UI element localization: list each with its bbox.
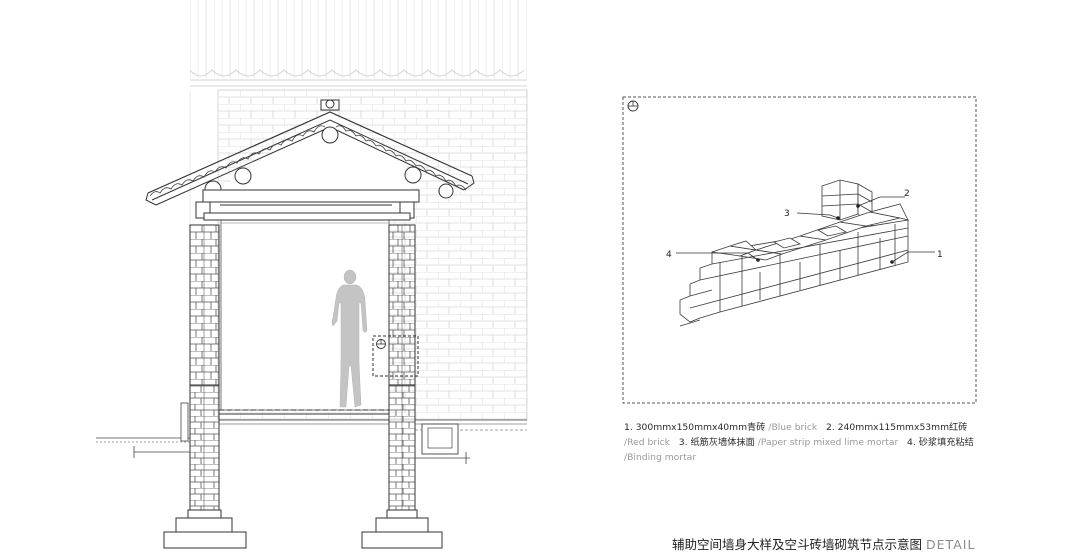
background-roof-tiles (189, 0, 527, 87)
gable-roof (145, 99, 475, 206)
detail-index-icon (627, 100, 639, 112)
legend-item-4: 4. 砂浆填充粘结 /Binding mortar (624, 437, 974, 463)
callout-3: 3 (784, 209, 790, 219)
exterior-ground-left (96, 402, 190, 458)
legend-item-2: 2. 240mmx115mmx53mm红砖 /Red brick (624, 422, 968, 448)
left-brick-pier (163, 224, 247, 549)
wall-section-drawing (96, 0, 528, 549)
floor-slab (219, 409, 389, 425)
detail-frame (622, 96, 977, 404)
legend-item-1: 1. 300mmx150mmx40mm青砖 /Blue brick (624, 422, 818, 433)
drawing-title-en: DETAIL (926, 537, 976, 552)
exterior-drain-right (415, 419, 527, 464)
drawing-title-cn: 辅助空间墙身大样及空斗砖墙砌筑节点示意图 (672, 537, 923, 552)
axonometric-brick-wall (679, 179, 909, 327)
legend-item-3: 3. 纸筋灰墙体抹面 /Paper strip mixed lime morta… (678, 437, 899, 448)
detail-callout-box (372, 335, 419, 377)
human-scale-figure-icon (331, 269, 368, 408)
material-legend: 1. 300mmx150mmx40mm青砖 /Blue brick 2. 240… (624, 420, 984, 465)
masonry-detail-panel: 1 2 3 4 (622, 96, 977, 404)
leader-dots (756, 204, 894, 264)
callout-1: 1 (937, 250, 943, 260)
leader-lines (676, 196, 935, 263)
detail-index-icon (376, 339, 386, 349)
callout-4: 4 (666, 250, 672, 260)
timber-purlins (195, 166, 454, 221)
callout-2: 2 (904, 189, 910, 199)
right-brick-pier (361, 224, 443, 549)
